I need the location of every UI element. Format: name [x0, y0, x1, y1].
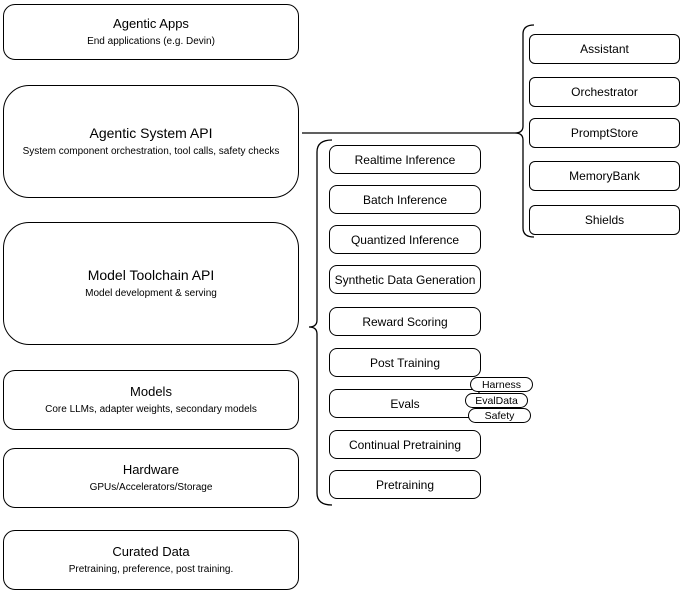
box-subtitle: System component orchestration, tool cal… [22, 146, 280, 157]
box-models: Models Core LLMs, adapter weights, secon… [3, 370, 299, 430]
eval-tag-evaldata: EvalData [465, 393, 528, 408]
box-title: Curated Data [112, 544, 190, 559]
box-subtitle: Pretraining, preference, post training. [68, 564, 234, 575]
box-agentic-apps: Agentic Apps End applications (e.g. Devi… [3, 4, 299, 60]
box-subtitle: GPUs/Accelerators/Storage [89, 482, 213, 493]
component-orchestrator: Orchestrator [529, 77, 680, 107]
box-curated-data: Curated Data Pretraining, preference, po… [3, 530, 299, 590]
toolchain-item-evals: Evals [329, 389, 481, 418]
toolchain-item-synthetic-data-generation: Synthetic Data Generation [329, 265, 481, 294]
toolchain-item-post-training: Post Training [329, 348, 481, 377]
box-hardware: Hardware GPUs/Accelerators/Storage [3, 448, 299, 508]
box-title: Agentic Apps [113, 16, 189, 31]
component-memorybank: MemoryBank [529, 161, 680, 191]
toolchain-item-pretraining: Pretraining [329, 470, 481, 499]
box-title: Models [130, 384, 172, 399]
toolchain-item-quantized-inference: Quantized Inference [329, 225, 481, 254]
box-title: Hardware [122, 462, 180, 477]
component-shields: Shields [529, 205, 680, 235]
box-subtitle: End applications (e.g. Devin) [87, 36, 215, 47]
box-model-toolchain-api: Model Toolchain API Model development & … [3, 222, 299, 345]
toolchain-item-batch-inference: Batch Inference [329, 185, 481, 214]
box-title: Model Toolchain API [87, 267, 215, 283]
box-subtitle: Model development & serving [85, 288, 217, 299]
eval-tag-harness: Harness [470, 377, 533, 392]
box-agentic-system-api: Agentic System API System component orch… [3, 85, 299, 198]
component-promptstore: PromptStore [529, 118, 680, 148]
toolchain-item-reward-scoring: Reward Scoring [329, 307, 481, 336]
toolchain-item-realtime-inference: Realtime Inference [329, 145, 481, 174]
component-assistant: Assistant [529, 34, 680, 64]
box-subtitle: Core LLMs, adapter weights, secondary mo… [45, 404, 257, 415]
toolchain-item-continual-pretraining: Continual Pretraining [329, 430, 481, 459]
box-title: Agentic System API [89, 125, 213, 141]
eval-tag-safety: Safety [468, 408, 531, 423]
